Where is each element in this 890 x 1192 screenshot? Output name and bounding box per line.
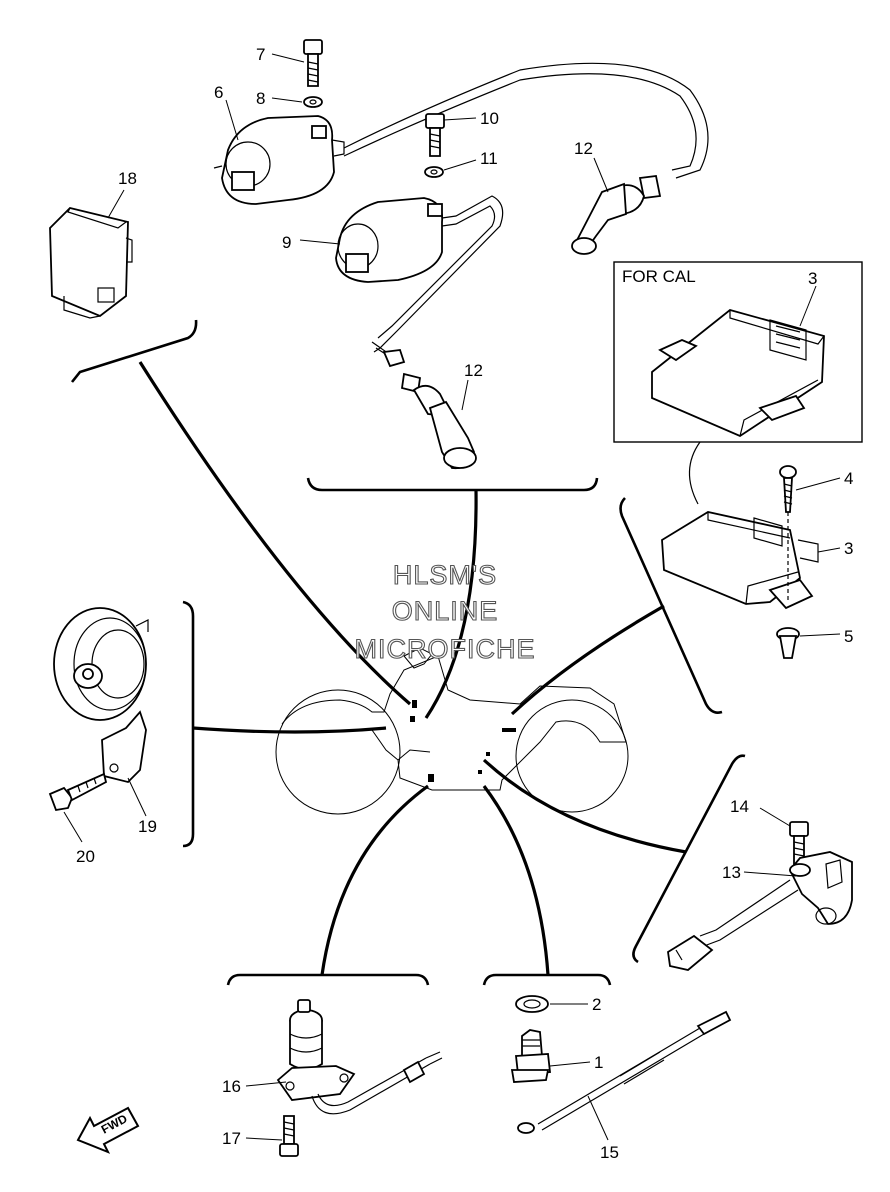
callout-13: 13 [722, 863, 741, 882]
callout-6: 6 [214, 83, 223, 102]
callout-19: 19 [138, 817, 157, 836]
part-20-bolt [48, 772, 108, 812]
watermark-line1: HLSM'S [393, 560, 497, 590]
callout-17: 17 [222, 1129, 241, 1148]
callout-14: 14 [730, 797, 749, 816]
callout-4: 4 [844, 469, 853, 488]
part-8-washer [303, 96, 323, 108]
callout-12-upper: 12 [574, 139, 593, 158]
callout-2: 2 [592, 995, 601, 1014]
callout-3-upper: 3 [808, 269, 817, 288]
connector-lines [138, 361, 687, 976]
part-5-clip [776, 627, 800, 659]
callout-18: 18 [118, 169, 137, 188]
group-brackets [70, 319, 746, 986]
callout-9: 9 [282, 233, 291, 252]
callout-12-center: 12 [464, 361, 483, 380]
callout-15: 15 [600, 1143, 619, 1162]
callout-16: 16 [222, 1077, 241, 1096]
for-cal-box [613, 261, 863, 505]
for-cal-label: FOR CAL [622, 267, 696, 286]
part-4-screw [779, 465, 797, 600]
callout-10: 10 [480, 109, 499, 128]
part-1-neutral-switch [510, 1029, 551, 1083]
part-6-ignition-coil [213, 62, 709, 205]
callout-1: 1 [594, 1053, 603, 1072]
part-16-level-sensor [276, 999, 443, 1115]
callout-8: 8 [256, 89, 265, 108]
callout-7: 7 [256, 45, 265, 64]
callout-11: 11 [480, 149, 498, 168]
motorcycle-outline [275, 647, 629, 815]
watermark: HLSM'S ONLINE MICROFICHE [354, 559, 536, 664]
part-2-gasket [515, 995, 549, 1013]
part-18-relay-unit [49, 207, 133, 319]
part-3-ecu-cal [651, 309, 825, 438]
part-3-ecu [661, 511, 819, 610]
part-12-plug-cap-center [400, 372, 477, 470]
part-11-washer [424, 166, 444, 178]
part-7-bolt [303, 39, 323, 87]
part-15-lead-wire [517, 1010, 732, 1134]
callout-3-lower: 3 [844, 539, 853, 558]
part-13-speed-sensor [667, 851, 853, 971]
part-12-plug-cap-upper [571, 175, 662, 255]
watermark-line3: MICROFICHE [355, 634, 536, 664]
part-10-bolt [425, 113, 445, 157]
part-9-ignition-coil [335, 195, 504, 368]
part-17-bolt [279, 1115, 299, 1157]
callout-20: 20 [76, 847, 95, 866]
watermark-line2: ONLINE [392, 596, 499, 626]
part-19-horn [53, 607, 149, 783]
fwd-arrow-icon: FWD [76, 1106, 140, 1154]
callout-5: 5 [844, 627, 853, 646]
